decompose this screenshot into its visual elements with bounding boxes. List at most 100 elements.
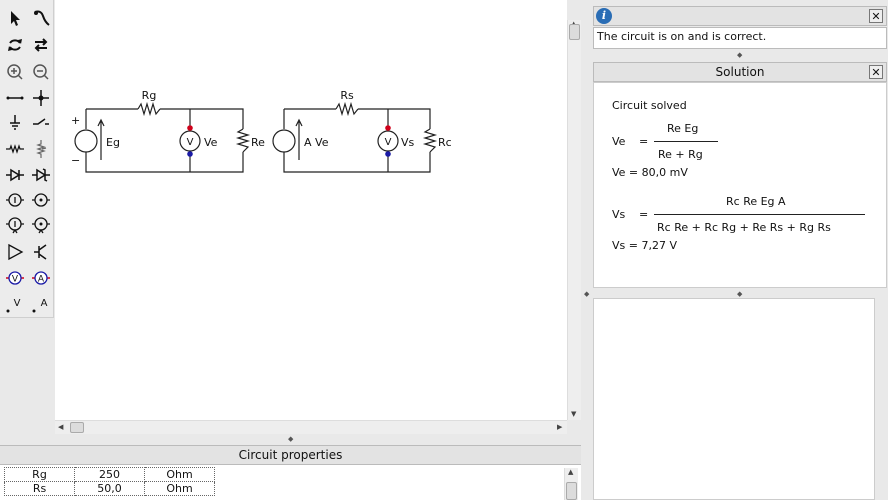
- equals-sign: =: [639, 135, 649, 148]
- vs-numerator: Rc Re Eg A: [726, 195, 786, 208]
- transistor-icon[interactable]: [29, 240, 53, 264]
- zoom-in-icon[interactable]: [3, 60, 27, 84]
- properties-header: Circuit properties: [0, 445, 581, 465]
- label-ave: A Ve: [304, 136, 329, 149]
- node-icon[interactable]: [29, 86, 53, 110]
- splitter-grip-icon[interactable]: ◆: [737, 51, 743, 59]
- svg-text:A: A: [38, 275, 45, 285]
- property-unit: Ohm: [144, 481, 215, 496]
- solution-status: Circuit solved: [612, 99, 687, 112]
- label-re: Re: [251, 136, 265, 149]
- voltmeter-symbol: V: [385, 137, 392, 148]
- ammeter-icon[interactable]: A: [29, 266, 53, 290]
- table-row[interactable]: Rs 50,0 Ohm: [4, 481, 215, 496]
- label-ve: Ve: [204, 136, 218, 149]
- current-source-icon[interactable]: [29, 188, 53, 212]
- property-value[interactable]: 50,0: [74, 481, 145, 496]
- ve-result: Ve = 80,0 mV: [612, 166, 688, 179]
- splitter-grip-icon[interactable]: ◆: [288, 435, 294, 443]
- fraction-bar: [654, 214, 865, 215]
- ve-numerator: Re Eg: [667, 122, 699, 135]
- scroll-thumb[interactable]: [569, 24, 580, 40]
- horizontal-scrollbar[interactable]: ◀ ▶: [55, 420, 567, 434]
- solution-panel: Circuit solved Ve = Re Eg Re + Rg Ve = 8…: [593, 82, 887, 288]
- property-name: Rs: [4, 481, 75, 496]
- scroll-down-icon[interactable]: ▼: [571, 410, 577, 418]
- wire: [283, 108, 431, 173]
- controlled-voltage-source-icon[interactable]: [3, 213, 27, 237]
- vs-lhs: Vs: [612, 208, 626, 221]
- label-vs: Vs: [401, 136, 415, 149]
- probe-negative: [385, 151, 391, 157]
- voltage-source-eg[interactable]: [74, 129, 98, 153]
- voltmeter-icon[interactable]: V: [3, 266, 27, 290]
- voltage-source-icon[interactable]: [3, 188, 27, 212]
- scroll-left-icon[interactable]: ◀: [58, 423, 64, 431]
- zener-icon[interactable]: [29, 163, 53, 187]
- label-rc: Rc: [438, 136, 452, 149]
- voltmeter-ve[interactable]: [179, 130, 201, 152]
- zoom-out-icon[interactable]: [29, 60, 53, 84]
- splitter-grip-icon[interactable]: ◆: [584, 290, 590, 298]
- properties-scrollbar[interactable]: ▲: [564, 468, 578, 500]
- probe-positive: [385, 125, 391, 131]
- voltage-label-icon[interactable]: V: [3, 292, 27, 316]
- scroll-right-icon[interactable]: ▶: [557, 423, 563, 431]
- scroll-thumb[interactable]: [566, 482, 577, 500]
- circuit-canvas[interactable]: Rg Rs Eg Ve Re A Ve Vs Rc + − V V: [55, 0, 567, 420]
- resistor-icon[interactable]: [3, 137, 27, 161]
- ve-denominator: Re + Rg: [658, 148, 703, 161]
- voltmeter-symbol: V: [187, 137, 194, 148]
- ground-icon[interactable]: [3, 110, 27, 134]
- label-rg: Rg: [142, 89, 157, 102]
- probe-icon[interactable]: [29, 6, 53, 30]
- current-label-icon[interactable]: A: [29, 292, 53, 316]
- variable-resistor-icon[interactable]: [29, 137, 53, 161]
- svg-text:V: V: [12, 275, 19, 285]
- vertical-scrollbar[interactable]: ▲ ▼: [567, 20, 581, 420]
- resistor-rg[interactable]: [137, 101, 161, 117]
- wire: [85, 108, 244, 173]
- ve-lhs: Ve: [612, 135, 626, 148]
- flip-icon[interactable]: [29, 33, 53, 57]
- scroll-thumb[interactable]: [70, 422, 84, 433]
- equals-sign: =: [639, 208, 649, 221]
- resistor-rs[interactable]: [335, 101, 359, 117]
- label-rs: Rs: [340, 89, 354, 102]
- resistor-rc[interactable]: [422, 128, 438, 153]
- property-value[interactable]: 250: [74, 467, 145, 482]
- wire-icon[interactable]: [3, 86, 27, 110]
- circuit-schematic: Rg Rs Eg Ve Re A Ve Vs Rc + − V V: [71, 89, 452, 173]
- resistor-re[interactable]: [235, 128, 251, 153]
- label-plus: +: [71, 114, 80, 127]
- switch-icon[interactable]: [29, 110, 53, 134]
- fraction-bar: [654, 141, 718, 142]
- voltmeter-vs[interactable]: [377, 130, 399, 152]
- pointer-icon[interactable]: [3, 6, 27, 30]
- component-toolbar: V A V A: [0, 0, 54, 318]
- svg-text:A: A: [41, 298, 48, 309]
- close-icon[interactable]: ✕: [869, 9, 883, 23]
- close-icon[interactable]: ✕: [869, 65, 883, 79]
- vs-denominator: Rc Re + Rc Rg + Re Rs + Rg Rs: [657, 221, 831, 234]
- rotate-icon[interactable]: [3, 33, 27, 57]
- controlled-source-ave[interactable]: [272, 129, 296, 153]
- info-icon: i: [596, 8, 612, 24]
- diode-icon[interactable]: [3, 163, 27, 187]
- vs-result: Vs = 7,27 V: [612, 239, 677, 252]
- properties-panel: Rg 250 Ohm Rs 50,0 Ohm ▲: [0, 465, 581, 500]
- solution-title: Solution: [715, 65, 765, 79]
- label-minus: −: [71, 154, 80, 167]
- probe-negative: [187, 151, 193, 157]
- probe-positive: [187, 125, 193, 131]
- solution-header: Solution ✕: [593, 62, 887, 82]
- controlled-current-source-icon[interactable]: [29, 213, 53, 237]
- scroll-up-icon[interactable]: ▲: [568, 468, 574, 476]
- opamp-icon[interactable]: [3, 240, 27, 264]
- label-eg: Eg: [106, 136, 120, 149]
- empty-panel: [593, 298, 875, 500]
- property-name: Rg: [4, 467, 75, 482]
- splitter-grip-icon[interactable]: ◆: [737, 290, 743, 298]
- properties-table: Rg 250 Ohm Rs 50,0 Ohm: [4, 467, 215, 496]
- table-row[interactable]: Rg 250 Ohm: [4, 467, 215, 482]
